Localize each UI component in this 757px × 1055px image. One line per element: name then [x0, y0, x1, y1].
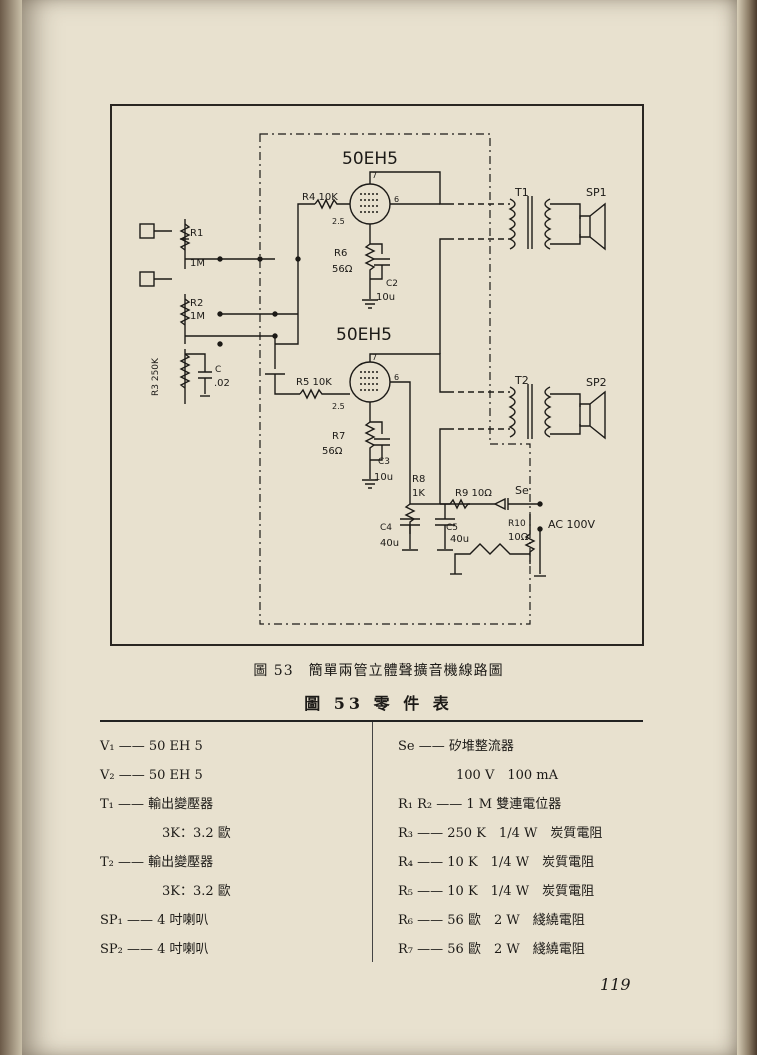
label-r4-sub: 2.5 [332, 217, 345, 226]
label-pin7-top: 7 [372, 171, 377, 180]
label-r1-val: 1M [190, 258, 205, 269]
label-c2: C2 [386, 279, 398, 289]
label-r6: R6 [334, 248, 347, 259]
label-pin6-bottom: 6 [394, 373, 399, 382]
label-c4-val: 40u [380, 538, 399, 549]
parts-row: R₇ —— 56 歐 2 W 綫繞電阻 [398, 942, 585, 957]
label-c2-val: 10u [376, 292, 395, 303]
parts-row: 3K：3.2 歐 [162, 826, 231, 841]
parts-row: 100 V 100 mA [456, 768, 558, 783]
tube-label-bottom: 50EH5 [336, 325, 392, 345]
label-c5: C5 [446, 523, 458, 533]
label-r3: R3 250K [151, 357, 161, 396]
tube-label-top: 50EH5 [342, 149, 398, 169]
label-c5-val: 40u [450, 534, 469, 545]
parts-row: R₅ —— 10 K 1/4 W 炭質電阻 [398, 884, 595, 899]
label-r1: R1 [190, 228, 203, 239]
label-r2-val: 1M [190, 311, 205, 322]
label-r9: R9 10Ω [455, 488, 492, 499]
label-r8: R8 [412, 474, 425, 485]
label-r6-val: 56Ω [332, 264, 353, 275]
book-spine [0, 0, 22, 1055]
parts-row: R₆ —— 56 歐 2 W 綫繞電阻 [398, 913, 585, 928]
parts-row: R₃ —— 250 K 1/4 W 炭質電阻 [398, 826, 603, 841]
parts-row: T₂ —— 輸出變壓器 [100, 855, 214, 870]
label-t2: T2 [514, 374, 529, 387]
table-top-rule [100, 720, 643, 722]
label-c3: C3 [378, 457, 390, 467]
parts-row: R₄ —— 10 K 1/4 W 炭質電阻 [398, 855, 595, 870]
label-c-val: .02 [214, 378, 230, 389]
parts-list-left: V₁ —— 50 EH 5 V₂ —— 50 EH 5 T₁ —— 輸出變壓器 … [100, 732, 231, 964]
parts-row: V₂ —— 50 EH 5 [100, 768, 203, 783]
label-c3-val: 10u [374, 472, 393, 483]
parts-table-title: 圖 53 零 件 表 [304, 694, 453, 713]
label-c4: C4 [380, 523, 392, 533]
page-edge [737, 0, 757, 1055]
parts-row: T₁ —— 輸出變壓器 [100, 797, 214, 812]
label-ac: AC 100V [548, 518, 596, 531]
label-sp1: SP1 [586, 186, 607, 199]
page-number: 119 [600, 975, 631, 994]
figure-caption: 圖 53 簡單兩管立體聲擴音機線路圖 [253, 663, 504, 679]
parts-row: R₁ R₂ —— 1 M 雙連電位器 [398, 797, 562, 812]
parts-row: SP₁ —— 4 吋喇叭 [100, 913, 209, 928]
label-t1: T1 [514, 186, 529, 199]
parts-row: SP₂ —— 4 吋喇叭 [100, 942, 209, 957]
parts-row: 3K：3.2 歐 [162, 884, 231, 899]
label-r7-val: 56Ω [322, 446, 343, 457]
circuit-diagram [139, 133, 606, 625]
label-pin7-bottom: 7 [372, 353, 377, 362]
label-r8-val: 1K [412, 488, 425, 499]
label-r5: R5 10K [296, 377, 332, 388]
label-se: Se [515, 484, 529, 497]
label-r5-sub: 2.5 [332, 402, 345, 411]
parts-row: V₁ —— 50 EH 5 [100, 739, 203, 754]
label-c: C [215, 365, 221, 375]
label-sp2: SP2 [586, 376, 607, 389]
label-r10: R10 [508, 519, 526, 529]
label-r2: R2 [190, 298, 203, 309]
circuit-labels: 50EH5 50EH5 R1 1M R2 1M R3 250K C .02 R4… [151, 149, 607, 549]
label-r4: R4 10K [302, 192, 338, 203]
parts-list-right: Se —— 矽堆整流器 100 V 100 mA R₁ R₂ —— 1 M 雙連… [398, 732, 602, 964]
table-column-divider [372, 722, 373, 962]
circuit-diagram-frame [110, 104, 644, 646]
label-r7: R7 [332, 431, 345, 442]
parts-row: Se —— 矽堆整流器 [398, 739, 514, 754]
label-pin6-top: 6 [394, 195, 399, 204]
book-page [22, 0, 737, 1055]
label-r10-val: 10Ω [508, 532, 529, 543]
